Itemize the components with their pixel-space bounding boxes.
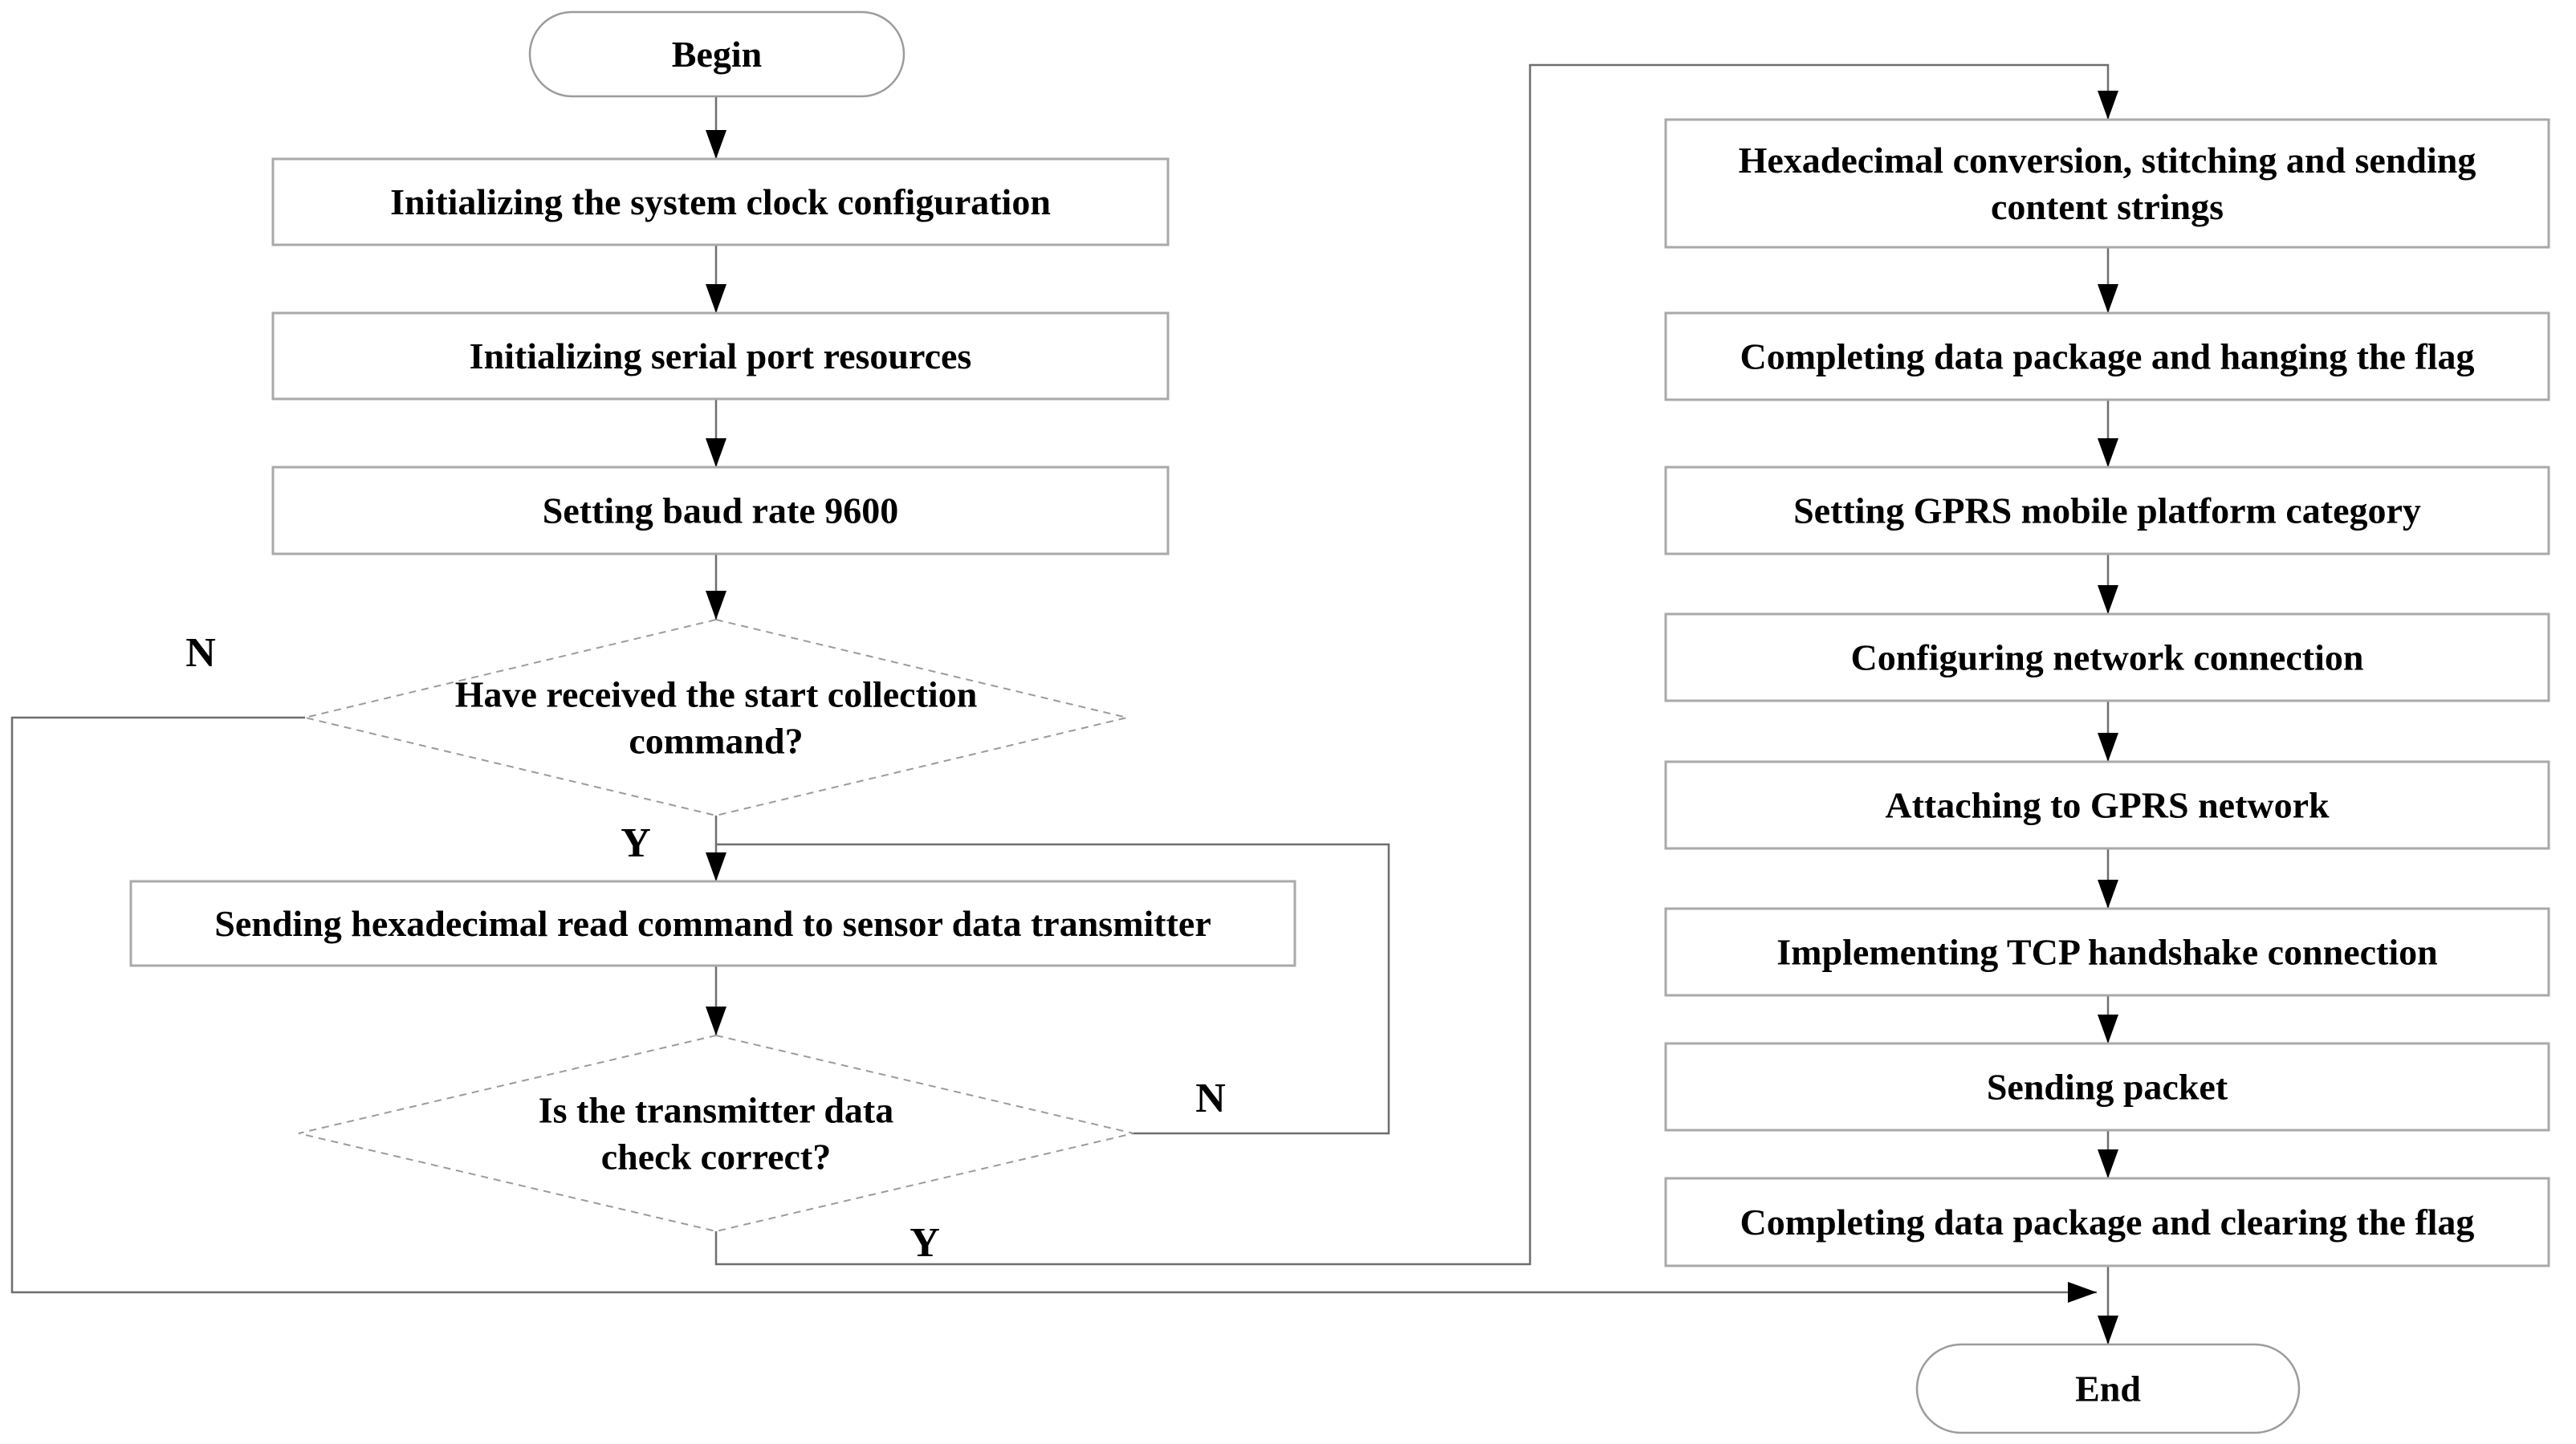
edge-d1-no-loop-to-end-junction — [10, 716, 2097, 1303]
node-clear-flag: Completing data package and clearing the… — [1664, 1177, 2550, 1267]
arrowhead-icon — [706, 591, 726, 620]
node-label: Implementing TCP handshake connection — [1776, 932, 2437, 973]
edge-d2-no-loop-to-send-hex — [716, 843, 1390, 1135]
arrowhead-icon — [706, 130, 726, 159]
node-tcp-handshake: Implementing TCP handshake connection — [1664, 907, 2550, 997]
edge-tcp-handshake-to-send-packet — [2098, 995, 2118, 1043]
process-shape — [1664, 311, 2550, 401]
terminator-shape — [1915, 1343, 2301, 1434]
arrowhead-icon — [2098, 585, 2118, 614]
arrowhead-icon — [706, 284, 726, 313]
edge-line — [10, 716, 2097, 1294]
process-shape — [1664, 118, 2550, 249]
edge-begin-to-init-clock — [706, 96, 726, 159]
node-d2: Is the transmitter data check correct? — [298, 1034, 1134, 1233]
edge-gprs-category-to-config-network — [2098, 554, 2118, 614]
edge-d2-yes-to-hex-convert — [714, 63, 2118, 1266]
edge-line — [714, 63, 2110, 1266]
process-shape — [1664, 1042, 2550, 1132]
node-label: check correct? — [601, 1137, 832, 1178]
edge-init-clock-to-init-serial — [706, 245, 726, 313]
node-init-clock: Initializing the system clock configurat… — [271, 157, 1170, 246]
node-end: End — [1915, 1343, 2301, 1434]
branch-label-d2-yes: Y — [910, 1220, 940, 1266]
arrowhead-icon — [2098, 733, 2118, 762]
node-gprs-category: Setting GPRS mobile platform category — [1664, 466, 2550, 555]
node-label: Completing data package and clearing the… — [1740, 1202, 2475, 1243]
arrowhead-icon — [2098, 1149, 2118, 1178]
node-label: content strings — [1991, 186, 2224, 227]
branch-label-d2-no: N — [1195, 1076, 1226, 1121]
process-shape — [271, 311, 1170, 401]
branch-labels-layer: N Y N Y — [185, 630, 1226, 1266]
branch-label-d1-yes: Y — [621, 820, 651, 866]
edge-attach-gprs-to-tcp-handshake — [2098, 848, 2118, 909]
edges-layer — [10, 63, 2118, 1344]
edge-clear-flag-to-end — [2098, 1266, 2118, 1344]
edge-line — [716, 843, 1390, 1135]
edge-set-baud-to-d1 — [706, 554, 726, 620]
node-config-network: Configuring network connection — [1664, 612, 2550, 702]
process-shape — [1664, 1177, 2550, 1267]
node-send-hex: Sending hexadecimal read command to sens… — [129, 880, 1296, 967]
node-label: Completing data package and hanging the … — [1740, 336, 2474, 377]
edge-hex-convert-to-hang-flag — [2098, 247, 2118, 313]
terminator-shape — [528, 10, 905, 98]
node-label: Hexadecimal conversion, stitching and se… — [1739, 140, 2476, 181]
node-label: End — [2075, 1369, 2141, 1409]
node-label: Have received the start collection — [455, 674, 978, 715]
node-begin: Begin — [528, 10, 905, 98]
edge-send-hex-to-d2 — [706, 966, 726, 1035]
arrowhead-icon — [2098, 91, 2118, 120]
node-hang-flag: Completing data package and hanging the … — [1664, 311, 2550, 401]
node-label: Setting baud rate 9600 — [543, 490, 898, 531]
node-label: Initializing serial port resources — [470, 336, 972, 376]
node-label: command? — [629, 721, 803, 762]
node-send-packet: Sending packet — [1664, 1042, 2550, 1132]
node-label: Is the transmitter data — [539, 1090, 893, 1131]
node-label: Sending packet — [1987, 1067, 2228, 1108]
arrowhead-icon — [2098, 1316, 2118, 1344]
arrowhead-icon — [2098, 438, 2118, 467]
node-label: Begin — [672, 34, 762, 75]
process-shape — [1664, 612, 2550, 702]
edge-config-network-to-attach-gprs — [2098, 701, 2118, 762]
edge-send-packet-to-clear-flag — [2098, 1130, 2118, 1178]
process-shape — [1664, 466, 2550, 555]
node-attach-gprs: Attaching to GPRS network — [1664, 760, 2550, 850]
arrowhead-icon — [2098, 1015, 2118, 1043]
node-init-serial: Initializing serial port resources — [271, 311, 1170, 401]
node-label: Setting GPRS mobile platform category — [1793, 490, 2421, 531]
process-shape — [129, 880, 1296, 967]
node-label: Configuring network connection — [1851, 637, 2364, 678]
node-label: Sending hexadecimal read command to sens… — [214, 903, 1211, 944]
edge-init-serial-to-set-baud — [706, 399, 726, 467]
decision-shape — [298, 1034, 1134, 1233]
arrowhead-icon — [2068, 1282, 2097, 1303]
arrowhead-icon — [706, 438, 726, 467]
arrowhead-icon — [2098, 284, 2118, 313]
edge-d1-yes-to-send-hex — [706, 816, 726, 881]
arrowhead-icon — [706, 1007, 726, 1035]
process-shape — [271, 157, 1170, 246]
node-set-baud: Setting baud rate 9600 — [271, 466, 1170, 555]
node-label: Attaching to GPRS network — [1885, 785, 2330, 826]
process-shape — [1664, 760, 2550, 850]
node-hex-convert: Hexadecimal conversion, stitching and se… — [1664, 118, 2550, 249]
arrowhead-icon — [2098, 880, 2118, 909]
node-label: Initializing the system clock configurat… — [390, 181, 1051, 222]
node-d1: Have received the start collection comman… — [304, 618, 1128, 817]
arrowhead-icon — [706, 852, 726, 881]
branch-label-d1-no: N — [185, 630, 216, 676]
process-shape — [1664, 907, 2550, 997]
decision-shape — [304, 618, 1128, 817]
edge-hang-flag-to-gprs-category — [2098, 400, 2118, 467]
process-shape — [271, 466, 1170, 555]
